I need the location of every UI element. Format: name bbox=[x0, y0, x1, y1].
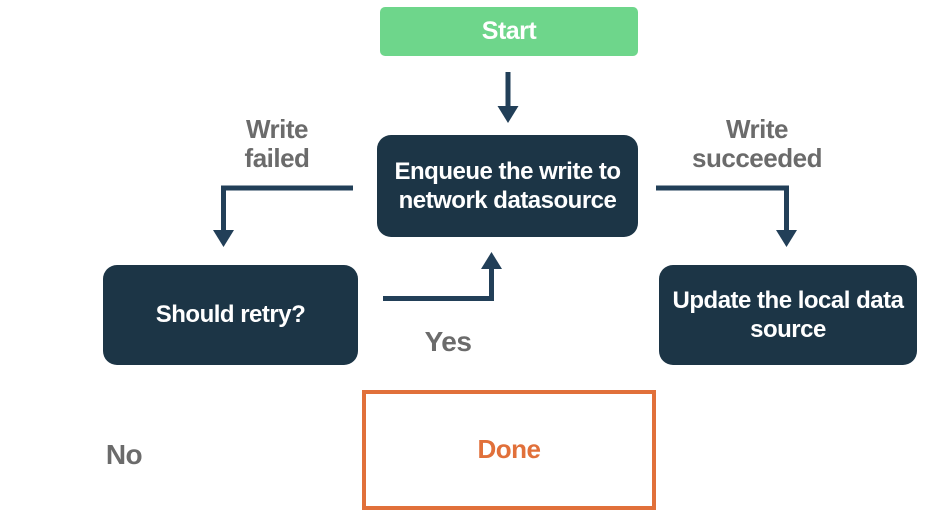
start-node-label: Start bbox=[481, 17, 537, 46]
edge-label-write-failed: Write failed bbox=[244, 114, 310, 174]
done-node-label: Done bbox=[477, 434, 542, 465]
arrow-enqueue-to-update bbox=[656, 185, 797, 247]
should-retry-node-label: Should retry? bbox=[155, 301, 306, 329]
arrow-enqueue-to-retry bbox=[213, 185, 353, 247]
update-local-data-node-label: Update the local data source bbox=[672, 286, 904, 343]
arrow-start-to-enqueue bbox=[497, 72, 519, 123]
should-retry-node: Should retry? bbox=[103, 265, 358, 365]
start-node: Start bbox=[380, 7, 638, 56]
arrow-retry-to-enqueue bbox=[383, 252, 502, 301]
update-local-data-node: Update the local data source bbox=[659, 265, 917, 365]
edge-label-no: No bbox=[105, 439, 143, 470]
edge-label-write-succeeded: Write succeeded bbox=[692, 114, 822, 174]
enqueue-write-node-label: Enqueue the write to network datasource bbox=[394, 157, 621, 214]
done-node: Done bbox=[362, 390, 656, 510]
enqueue-write-node: Enqueue the write to network datasource bbox=[377, 135, 638, 237]
edge-label-yes: Yes bbox=[424, 326, 472, 357]
